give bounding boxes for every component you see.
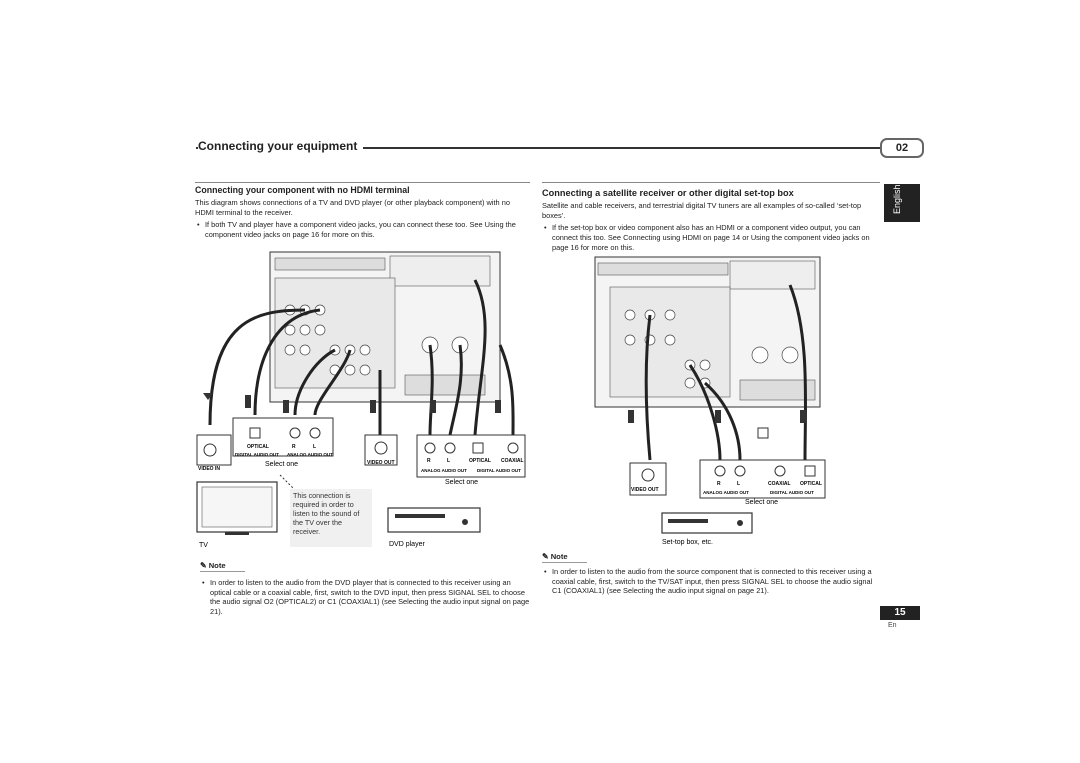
stb-illustration [661, 512, 753, 534]
dvd-r-jack [424, 442, 436, 454]
left-note-heading: ✎Note [200, 561, 530, 570]
stb-video-panel [629, 462, 667, 496]
right-note-text: In order to listen to the audio from the… [542, 567, 880, 596]
stb-r-jack [714, 465, 726, 477]
dvd-coaxial-label: COAXIAL [501, 458, 524, 464]
left-bullet: If both TV and player have a component v… [195, 220, 530, 239]
tv-video-in-jack [203, 443, 217, 457]
arrow-icons [203, 393, 501, 413]
callout-box: This connection is required in order to … [290, 489, 372, 547]
tv-analog-audio-out-label: ANALOG AUDIO OUT [287, 452, 333, 457]
select-one-label-b: Select one [445, 479, 478, 486]
right-bullet: If the set-top box or video component al… [542, 223, 880, 252]
tv-digital-audio-out-label: DIGITAL AUDIO OUT [235, 452, 279, 457]
stb-coaxial-jack [774, 465, 786, 477]
cables-right [644, 284, 808, 461]
tv-video-in-label: VIDEO IN [198, 466, 220, 472]
left-note: ✎Note In order to listen to the audio fr… [200, 561, 530, 617]
tv-optical-jack [249, 427, 261, 439]
right-note: ✎Note In order to listen to the audio fr… [542, 552, 880, 596]
stb-r-label: R [717, 481, 721, 487]
stb-l-jack [734, 465, 746, 477]
dvd-optical-jack [472, 442, 484, 454]
cables [208, 279, 515, 436]
page-language: En [888, 622, 897, 629]
stb-analog-audio-out-label: ANALOG AUDIO OUT [703, 490, 749, 495]
right-select-one-label: Select one [745, 499, 778, 506]
left-connection-diagram: VIDEO IN OPTICAL R L DIGITAL AUDIO OUT A… [196, 251, 526, 549]
dvd-l-jack [444, 442, 456, 454]
stb-l-label: L [737, 481, 740, 487]
dvd-l-label: L [447, 458, 450, 464]
tv-optical-label: OPTICAL [247, 444, 269, 450]
stb-label: Set-top box, etc. [662, 539, 713, 546]
left-intro: This diagram shows connections of a TV a… [195, 198, 510, 217]
tv-r-label: R [292, 444, 296, 450]
dvd-video-out-label: VIDEO OUT [367, 460, 395, 466]
left-note-title: Note [208, 561, 226, 570]
stb-video-out-jack [641, 468, 655, 482]
tv-analog-l-jack [309, 427, 321, 439]
dvd-player-label: DVD player [389, 541, 425, 548]
right-connection-diagram: VIDEO OUT R L COAXIAL OPTICAL ANALOG AUD… [594, 256, 826, 546]
language-tab-label: English [892, 184, 902, 214]
note-icon: ✎ [542, 552, 549, 561]
chapter-badge: 02 [880, 138, 924, 158]
stb-optical-label: OPTICAL [800, 481, 822, 487]
right-note-title: Note [550, 552, 568, 561]
note-icon: ✎ [200, 561, 207, 570]
dvd-video-out-jack [374, 441, 388, 455]
right-body: Satellite and cable receivers, and terre… [542, 201, 880, 252]
dvd-coaxial-jack [507, 442, 519, 454]
dvd-digital-audio-out-label: DIGITAL AUDIO OUT [477, 468, 521, 473]
page-number: 15 [880, 606, 920, 620]
dvd-audio-panel [416, 434, 526, 478]
dvd-player-illustration [387, 507, 481, 533]
stb-optical-jack [804, 465, 816, 477]
dvd-analog-audio-out-label: ANALOG AUDIO OUT [421, 468, 467, 473]
stb-coaxial-label: COAXIAL [768, 481, 791, 487]
right-intro: Satellite and cable receivers, and terre… [542, 201, 862, 220]
dvd-optical-label: OPTICAL [469, 458, 491, 464]
tv-label: TV [199, 542, 208, 549]
page-title: Connecting your equipment [198, 139, 364, 159]
left-body: This diagram shows connections of a TV a… [195, 198, 530, 240]
language-tab: English [884, 184, 920, 222]
left-section-heading: Connecting your component with no HDMI t… [195, 185, 410, 195]
arrow-icons-right [628, 410, 806, 439]
select-one-label-a: Select one [265, 461, 298, 468]
header-rule [196, 147, 880, 149]
stb-video-out-label: VIDEO OUT [631, 487, 659, 493]
tv-illustration [196, 481, 278, 535]
callout-leader [279, 474, 296, 491]
tv-l-label: L [313, 444, 316, 450]
stb-digital-audio-out-label: DIGITAL AUDIO OUT [770, 490, 814, 495]
tv-analog-r-jack [289, 427, 301, 439]
right-note-heading: ✎Note [542, 552, 880, 561]
left-note-text: In order to listen to the audio from the… [200, 578, 530, 617]
right-heading-rule [542, 182, 880, 183]
right-note-rule [542, 562, 587, 563]
left-heading-rule [195, 182, 530, 183]
dvd-r-label: R [427, 458, 431, 464]
right-section-heading: Connecting a satellite receiver or other… [542, 188, 794, 198]
left-note-rule [200, 571, 245, 572]
